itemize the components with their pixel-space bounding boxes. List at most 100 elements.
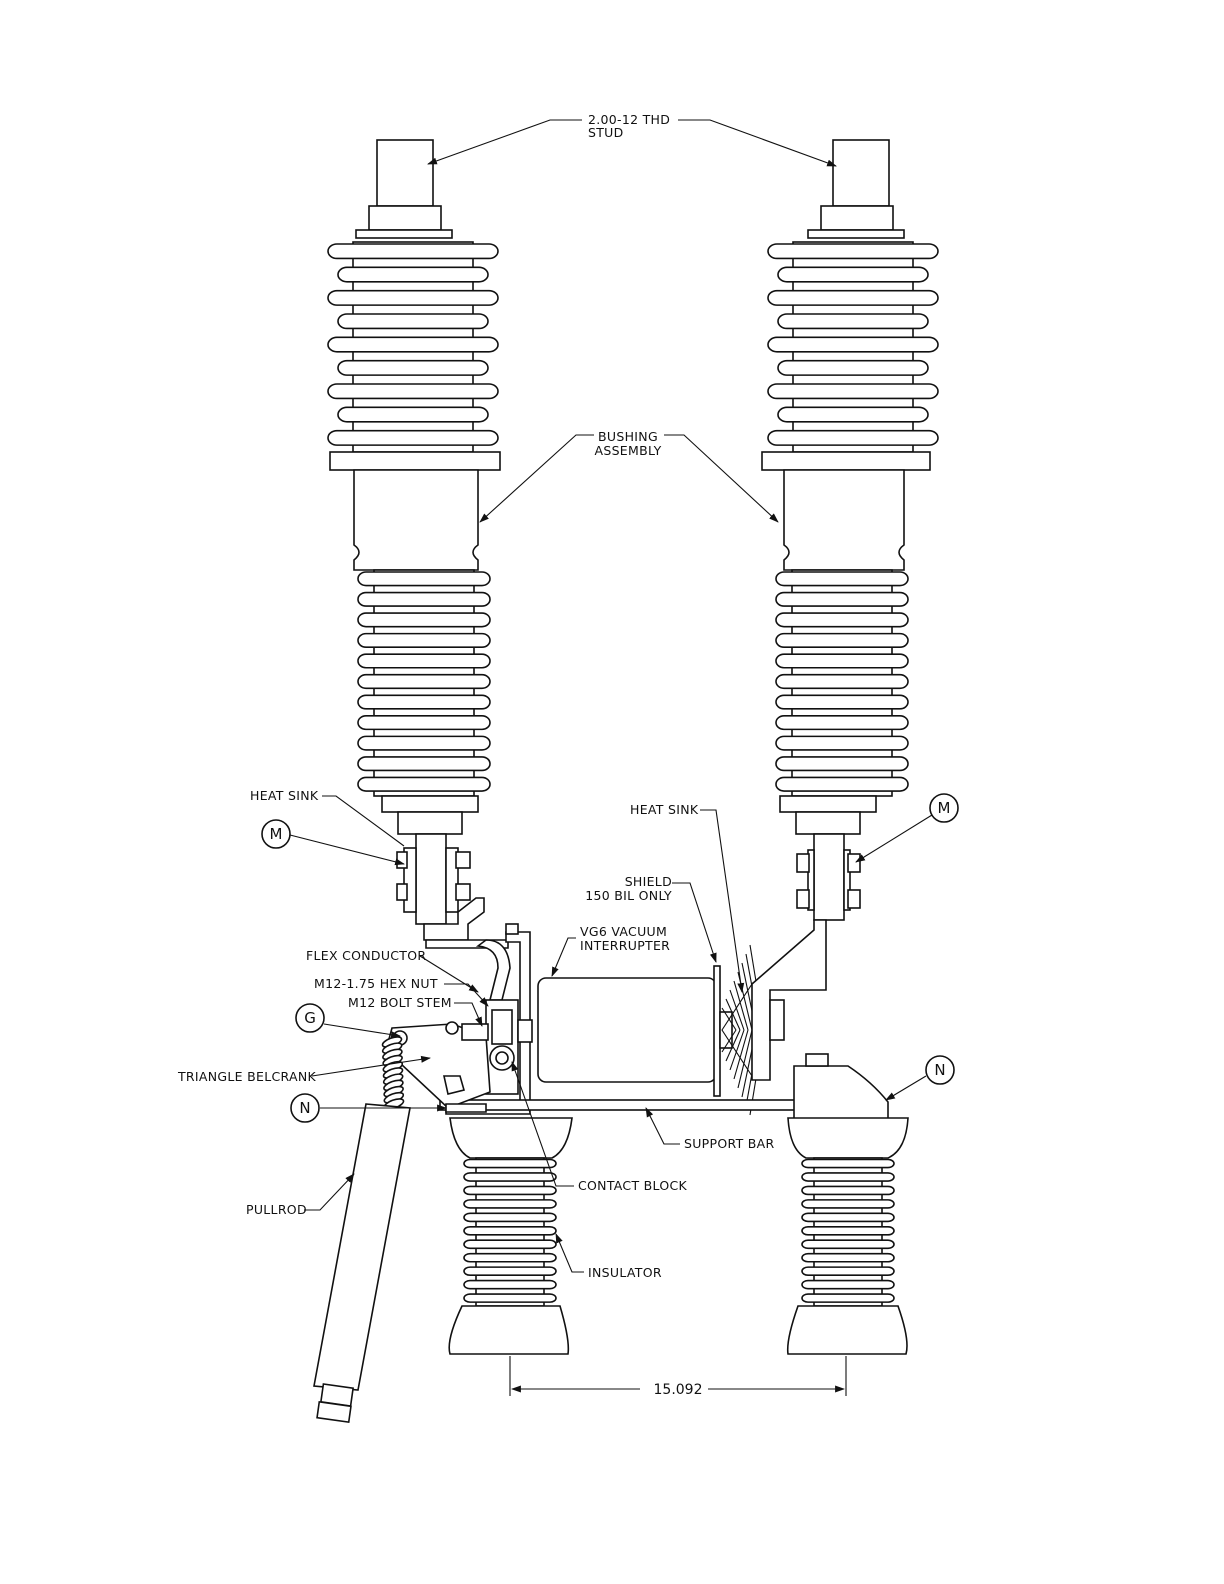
left-bushing-assembly xyxy=(328,140,500,834)
label-heat-sink-left: HEAT SINK xyxy=(250,788,319,803)
lower-shed xyxy=(776,613,908,627)
insulator-shed xyxy=(464,1186,556,1194)
upper-shed xyxy=(328,384,498,398)
pullrod xyxy=(314,1104,410,1422)
label-bushing-line1: BUSHING xyxy=(598,429,658,444)
left-washer xyxy=(356,230,452,238)
lower-shed xyxy=(776,654,908,668)
insulator-shed xyxy=(802,1213,894,1221)
label-stud-line2: STUD xyxy=(588,125,624,140)
upper-shed xyxy=(778,314,928,328)
label-shield-line1: SHIELD xyxy=(625,874,672,889)
label-insulator: INSULATOR xyxy=(588,1265,662,1280)
upper-shed xyxy=(778,267,928,281)
lower-shed xyxy=(776,593,908,607)
lower-shed xyxy=(358,593,490,607)
callout-g: G xyxy=(296,1004,324,1032)
insulator-shed xyxy=(464,1240,556,1248)
right-bushing-body xyxy=(784,470,904,570)
dimension-value: 15.092 xyxy=(654,1382,703,1398)
label-support-bar: SUPPORT BAR xyxy=(684,1136,775,1151)
upper-shed xyxy=(338,314,488,328)
left-insulator xyxy=(449,1118,572,1354)
insulator-shed xyxy=(464,1160,556,1168)
insulator-shed xyxy=(464,1281,556,1289)
lower-shed xyxy=(358,757,490,771)
upper-shed xyxy=(338,267,488,281)
left-lower-sheds xyxy=(358,570,490,796)
insulator-shed xyxy=(802,1240,894,1248)
right-insulator-mount xyxy=(794,1054,888,1120)
right-bushing-base xyxy=(780,796,876,812)
right-stud-nut xyxy=(821,206,893,230)
right-bushing-collar xyxy=(796,812,860,834)
upper-shed xyxy=(328,291,498,305)
lower-shed xyxy=(358,736,490,750)
insulator-shed xyxy=(802,1160,894,1168)
insulator-shed xyxy=(802,1227,894,1235)
label-shield-line2: 150 BIL ONLY xyxy=(585,888,672,903)
label-pullrod: PULLROD xyxy=(246,1202,307,1217)
lower-shed xyxy=(358,777,490,791)
upper-shed xyxy=(328,431,498,445)
lower-shed xyxy=(358,572,490,586)
lower-shed xyxy=(358,675,490,689)
upper-shed xyxy=(768,384,938,398)
upper-shed xyxy=(338,361,488,375)
label-bolt-stem: M12 BOLT STEM xyxy=(348,995,452,1010)
insulator-shed xyxy=(464,1200,556,1208)
lower-shed xyxy=(358,695,490,709)
insulator-shed xyxy=(802,1200,894,1208)
insulator-shed xyxy=(802,1254,894,1262)
label-triangle-belcrank: TRIANGLE BELCRANK xyxy=(177,1069,316,1084)
lower-shed xyxy=(776,572,908,586)
right-upper-sheds xyxy=(768,242,938,452)
upper-shed xyxy=(338,407,488,421)
insulator-shed xyxy=(802,1173,894,1181)
callout-m-right: M xyxy=(930,794,958,822)
label-hex-nut: M12-1.75 HEX NUT xyxy=(314,976,438,991)
right-lower-sheds xyxy=(776,570,908,796)
lower-shed xyxy=(358,634,490,648)
right-insulator xyxy=(788,1118,908,1354)
vacuum-interrupter xyxy=(538,966,732,1096)
upper-shed xyxy=(768,244,938,258)
upper-shed xyxy=(328,244,498,258)
lower-shed xyxy=(776,757,908,771)
upper-shed xyxy=(778,361,928,375)
left-stud xyxy=(377,140,433,206)
lower-shed xyxy=(358,716,490,730)
left-upper-sheds xyxy=(328,242,498,452)
svg-text:M: M xyxy=(938,799,951,817)
callout-n-right: N xyxy=(926,1056,954,1084)
label-flex-conductor: FLEX CONDUCTOR xyxy=(306,948,426,963)
upper-shed xyxy=(768,431,938,445)
dimension-line: 15.092 xyxy=(510,1356,846,1398)
insulator-shed xyxy=(464,1173,556,1181)
label-vg6-line1: VG6 VACUUM xyxy=(580,924,667,939)
left-stud-nut xyxy=(369,206,441,230)
label-bushing-line2: ASSEMBLY xyxy=(594,443,661,458)
belcrank-spring xyxy=(381,1035,405,1111)
insulator-shed xyxy=(464,1213,556,1221)
label-vg6-line2: INTERRUPTER xyxy=(580,938,670,953)
left-bushing-body xyxy=(354,470,478,570)
label-heat-sink-right: HEAT SINK xyxy=(630,802,699,817)
insulator-shed xyxy=(802,1267,894,1275)
lower-shed xyxy=(776,634,908,648)
insulator-shed xyxy=(464,1227,556,1235)
right-terminal-bracket xyxy=(752,834,860,1080)
right-stud xyxy=(833,140,889,206)
lower-shed xyxy=(776,736,908,750)
label-contact-block: CONTACT BLOCK xyxy=(578,1178,688,1193)
lower-shed xyxy=(358,613,490,627)
upper-shed xyxy=(768,337,938,351)
left-bushing-collar xyxy=(398,812,462,834)
callout-m-left: M xyxy=(262,820,290,848)
lower-shed xyxy=(776,716,908,730)
upper-shed xyxy=(328,337,498,351)
flex-conductor xyxy=(478,940,510,1000)
right-flange xyxy=(762,452,930,470)
right-bushing-assembly xyxy=(762,140,938,834)
lower-shed xyxy=(776,695,908,709)
